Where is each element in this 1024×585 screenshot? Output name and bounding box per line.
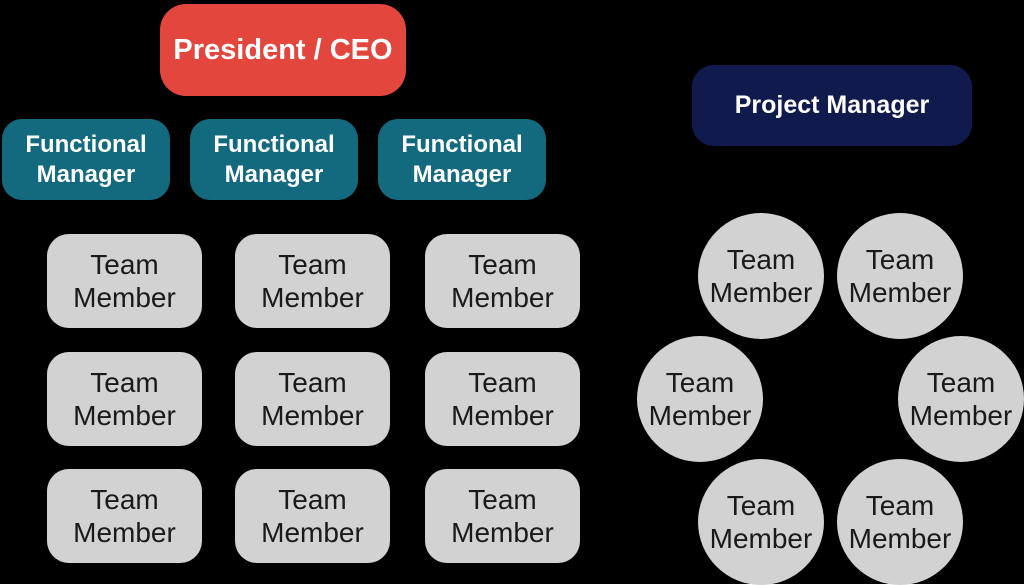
team-member-box: Team Member [425, 234, 580, 328]
team-member-label: Team Member [848, 489, 952, 554]
project-manager-label: Project Manager [734, 91, 930, 119]
team-member-label: Team Member [709, 243, 813, 308]
functional-manager-box-2: Functional Manager [190, 119, 358, 200]
team-member-label: Team Member [73, 366, 176, 431]
president-ceo-box: President / CEO [160, 4, 406, 96]
team-member-label: Team Member [451, 248, 554, 313]
team-member-label: Team Member [261, 483, 364, 548]
team-member-box: Team Member [47, 352, 202, 446]
team-member-box: Team Member [235, 352, 390, 446]
team-member-label: Team Member [648, 366, 752, 431]
functional-manager-box-3: Functional Manager [378, 119, 546, 200]
team-member-box: Team Member [425, 469, 580, 563]
team-member-label: Team Member [261, 248, 364, 313]
team-member-circle: Team Member [837, 459, 963, 585]
project-manager-box: Project Manager [692, 65, 972, 146]
team-member-box: Team Member [235, 469, 390, 563]
functional-manager-label: Functional Manager [25, 130, 147, 188]
team-member-label: Team Member [73, 248, 176, 313]
functional-manager-label: Functional Manager [213, 130, 335, 188]
team-member-circle: Team Member [898, 336, 1024, 462]
team-member-label: Team Member [261, 366, 364, 431]
team-member-circle: Team Member [698, 459, 824, 585]
team-member-box: Team Member [47, 469, 202, 563]
team-member-label: Team Member [709, 489, 813, 554]
team-member-box: Team Member [235, 234, 390, 328]
team-member-label: Team Member [451, 366, 554, 431]
team-member-circle: Team Member [698, 213, 824, 339]
functional-manager-label: Functional Manager [401, 130, 523, 188]
team-member-label: Team Member [909, 366, 1013, 431]
team-member-label: Team Member [451, 483, 554, 548]
team-member-label: Team Member [73, 483, 176, 548]
team-member-circle: Team Member [637, 336, 763, 462]
team-member-circle: Team Member [837, 213, 963, 339]
president-ceo-label: President / CEO [173, 33, 393, 66]
functional-manager-box-1: Functional Manager [2, 119, 170, 200]
team-member-box: Team Member [47, 234, 202, 328]
team-member-box: Team Member [425, 352, 580, 446]
team-member-label: Team Member [848, 243, 952, 308]
